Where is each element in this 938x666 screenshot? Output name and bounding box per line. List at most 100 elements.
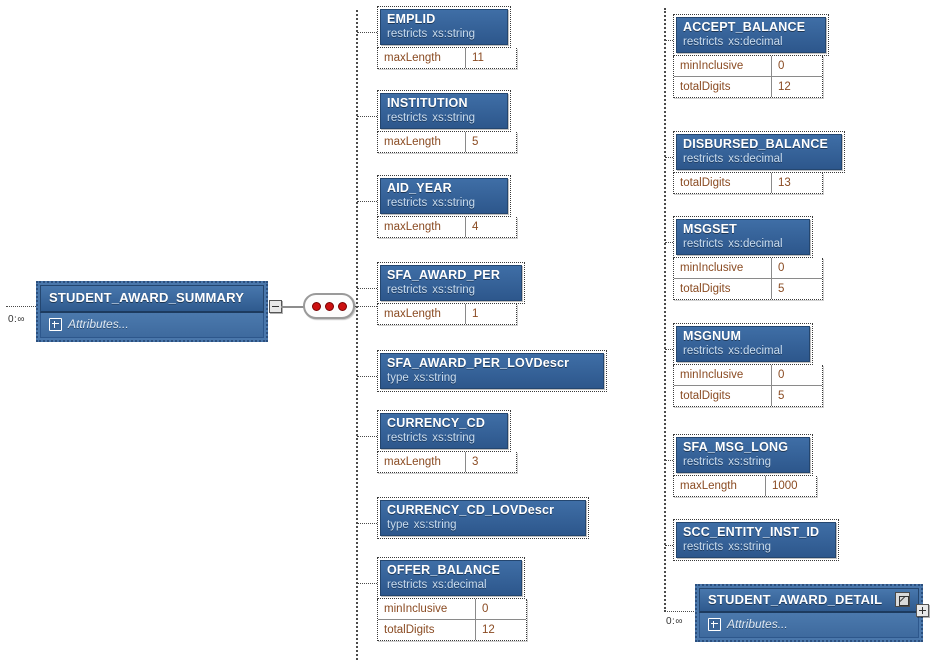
node-relation: type (387, 519, 409, 531)
sequence-compositor[interactable] (303, 293, 355, 319)
node-type: xs:string (432, 284, 476, 296)
attributes-label: Attributes... (68, 317, 129, 331)
node-connector-stub (357, 116, 377, 117)
sequence-dot-3 (337, 301, 347, 311)
element-node-student-award-summary[interactable]: STUDENT_AWARD_SUMMARY Attributes... (36, 281, 268, 342)
node-title: MSGNUM (683, 329, 742, 343)
detail-attributes-row[interactable]: Attributes... (699, 613, 919, 638)
detail-expand-handle[interactable] (916, 604, 929, 617)
node-title: CURRENCY_CD_LOVDescr (387, 503, 555, 517)
node-relation: restricts (387, 579, 428, 591)
facet-name: maxLength (378, 48, 466, 68)
facet-name: totalDigits (674, 279, 772, 299)
node-type: xs:decimal (432, 579, 487, 591)
node-connector-stub (665, 349, 673, 350)
facet-value: 0 (778, 262, 785, 274)
node-type: xs:decimal (728, 345, 783, 357)
detail-attributes-label: Attributes... (727, 617, 788, 631)
facet-value: 0 (482, 603, 489, 615)
facet-name: minInclusive (378, 599, 476, 619)
sequence-outgoing-connector (355, 306, 377, 307)
node-relation: restricts (683, 541, 724, 553)
node-relation: restricts (683, 36, 724, 48)
node-connector-stub (665, 242, 673, 243)
node-connector-stub (665, 545, 673, 546)
node-connector-stub (357, 583, 377, 584)
detail-attributes-expand-icon[interactable] (708, 617, 721, 631)
facet-value: 12 (482, 624, 495, 636)
node-type: xs:string (413, 519, 457, 531)
column-2-spine (664, 8, 666, 612)
external-reference-icon[interactable] (895, 592, 910, 607)
node-title: SFA_MSG_LONG (683, 440, 789, 454)
facet-table: maxLength 11 (377, 48, 517, 69)
facet-name: minInclusive (674, 56, 772, 76)
node-connector-stub (665, 40, 673, 41)
element-node-header: STUDENT_AWARD_SUMMARY (40, 285, 264, 313)
element-node-attributes-row[interactable]: Attributes... (40, 313, 264, 338)
element-node-border: STUDENT_AWARD_SUMMARY Attributes... (36, 281, 268, 342)
node-title: AID_YEAR (387, 181, 452, 195)
element-node-student-award-detail[interactable]: STUDENT_AWARD_DETAIL Attributes... (695, 584, 923, 642)
facet-value: 12 (778, 81, 791, 93)
node-relation: restricts (387, 28, 428, 40)
facet-table: minInclusive 0 totalDigits 12 (377, 599, 527, 641)
node-type: xs:decimal (728, 153, 783, 165)
facet-name: totalDigits (378, 620, 476, 640)
node-relation: restricts (683, 456, 724, 468)
node-title: EMPLID (387, 12, 436, 26)
facet-name: maxLength (378, 132, 466, 152)
node-type: xs:string (432, 112, 476, 124)
facet-value: 3 (472, 456, 479, 468)
facet-value: 11 (472, 52, 484, 64)
node-relation: restricts (387, 432, 428, 444)
attributes-expand-icon[interactable] (49, 317, 62, 331)
node-title: ACCEPT_BALANCE (683, 20, 806, 34)
facet-value: 13 (778, 177, 791, 189)
node-connector-stub (357, 376, 377, 377)
node-relation: restricts (683, 238, 724, 250)
node-connector-stub (357, 288, 377, 289)
node-title: CURRENCY_CD (387, 416, 486, 430)
node-title: DISBURSED_BALANCE (683, 137, 829, 151)
